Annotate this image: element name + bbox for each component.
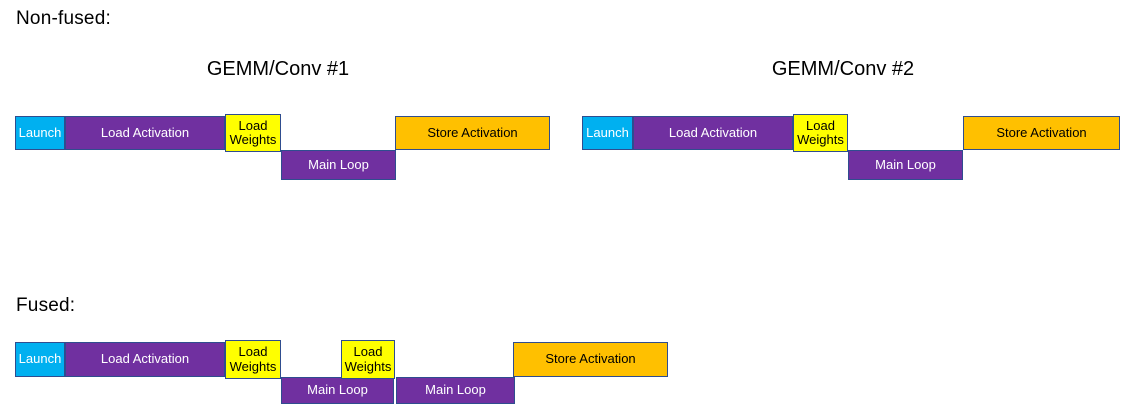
block-load-weights: Load Weights — [793, 114, 848, 152]
block-load-weights: Load Weights — [225, 340, 281, 379]
block-launch: Launch — [15, 342, 65, 377]
block-launch: Launch — [582, 116, 633, 150]
block-main-loop: Main Loop — [281, 377, 394, 404]
block-store-activation: Store Activation — [395, 116, 550, 150]
block-load-weights: Load Weights — [341, 340, 395, 379]
block-load-activation: Load Activation — [633, 116, 793, 150]
block-store-activation: Store Activation — [513, 342, 668, 377]
block-store-activation: Store Activation — [963, 116, 1120, 150]
block-main-loop: Main Loop — [281, 150, 396, 180]
block-load-weights: Load Weights — [225, 114, 281, 152]
block-load-activation: Load Activation — [65, 342, 225, 377]
block-launch: Launch — [15, 116, 65, 150]
section-label-non-fused: Non-fused: — [16, 8, 111, 29]
block-main-loop: Main Loop — [396, 377, 515, 404]
pipeline-title-gemm-conv-1: GEMM/Conv #1 — [206, 58, 350, 80]
pipeline-title-gemm-conv-2: GEMM/Conv #2 — [771, 58, 915, 80]
section-label-fused: Fused: — [16, 295, 76, 316]
block-main-loop: Main Loop — [848, 150, 963, 180]
block-load-activation: Load Activation — [65, 116, 225, 150]
